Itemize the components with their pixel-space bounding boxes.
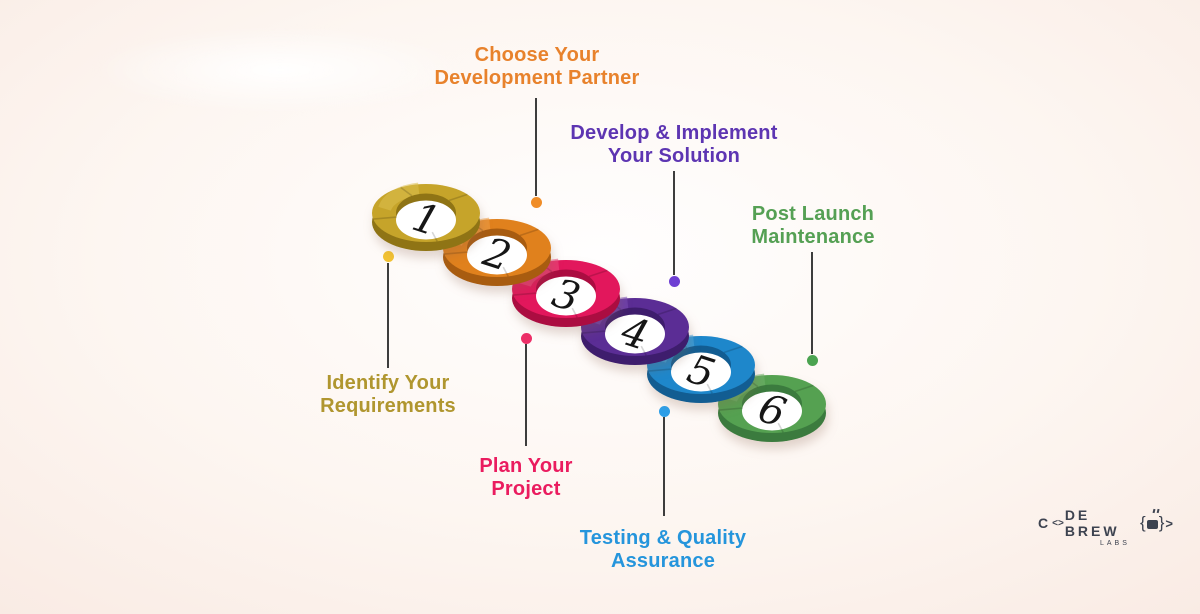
step-ring-2: 2 [443, 217, 551, 286]
chevron-right-glyph: > [1165, 515, 1173, 531]
connector-line-4 [673, 171, 675, 275]
steam-marks-icon [1152, 508, 1156, 514]
close-brace-glyph: } [1158, 513, 1165, 532]
mug-glyph [1146, 519, 1158, 529]
code-brew-labs-logo: C<>DE BREW {}> LABS [1038, 507, 1173, 547]
watermark-ghost [90, 25, 470, 115]
logo-wordmark: C<>DE BREW [1038, 507, 1133, 539]
connector-dot-3 [520, 332, 532, 344]
beer-mug-in-braces-icon: {}> [1140, 508, 1173, 533]
connector-dot-5 [658, 405, 670, 417]
logo-sub-label: LABS [1100, 540, 1130, 547]
logo-row: C<>DE BREW {}> [1038, 507, 1173, 539]
code-brackets-glyph: <> [1052, 517, 1064, 529]
connector-line-3 [525, 344, 527, 446]
connector-dot-6 [806, 354, 818, 366]
logo-rest: DE BREW [1064, 507, 1120, 539]
connector-line-2 [535, 98, 537, 196]
connector-line-6 [811, 252, 813, 354]
connector-line-5 [663, 417, 665, 516]
connector-dot-2 [530, 196, 542, 208]
open-brace-glyph: { [1140, 513, 1146, 532]
connector-dot-1 [382, 250, 394, 262]
step-ring-1: 1 [372, 182, 480, 251]
logo-letter-c: C [1038, 515, 1052, 531]
connector-line-1 [387, 263, 389, 368]
connector-dot-4 [668, 275, 680, 287]
